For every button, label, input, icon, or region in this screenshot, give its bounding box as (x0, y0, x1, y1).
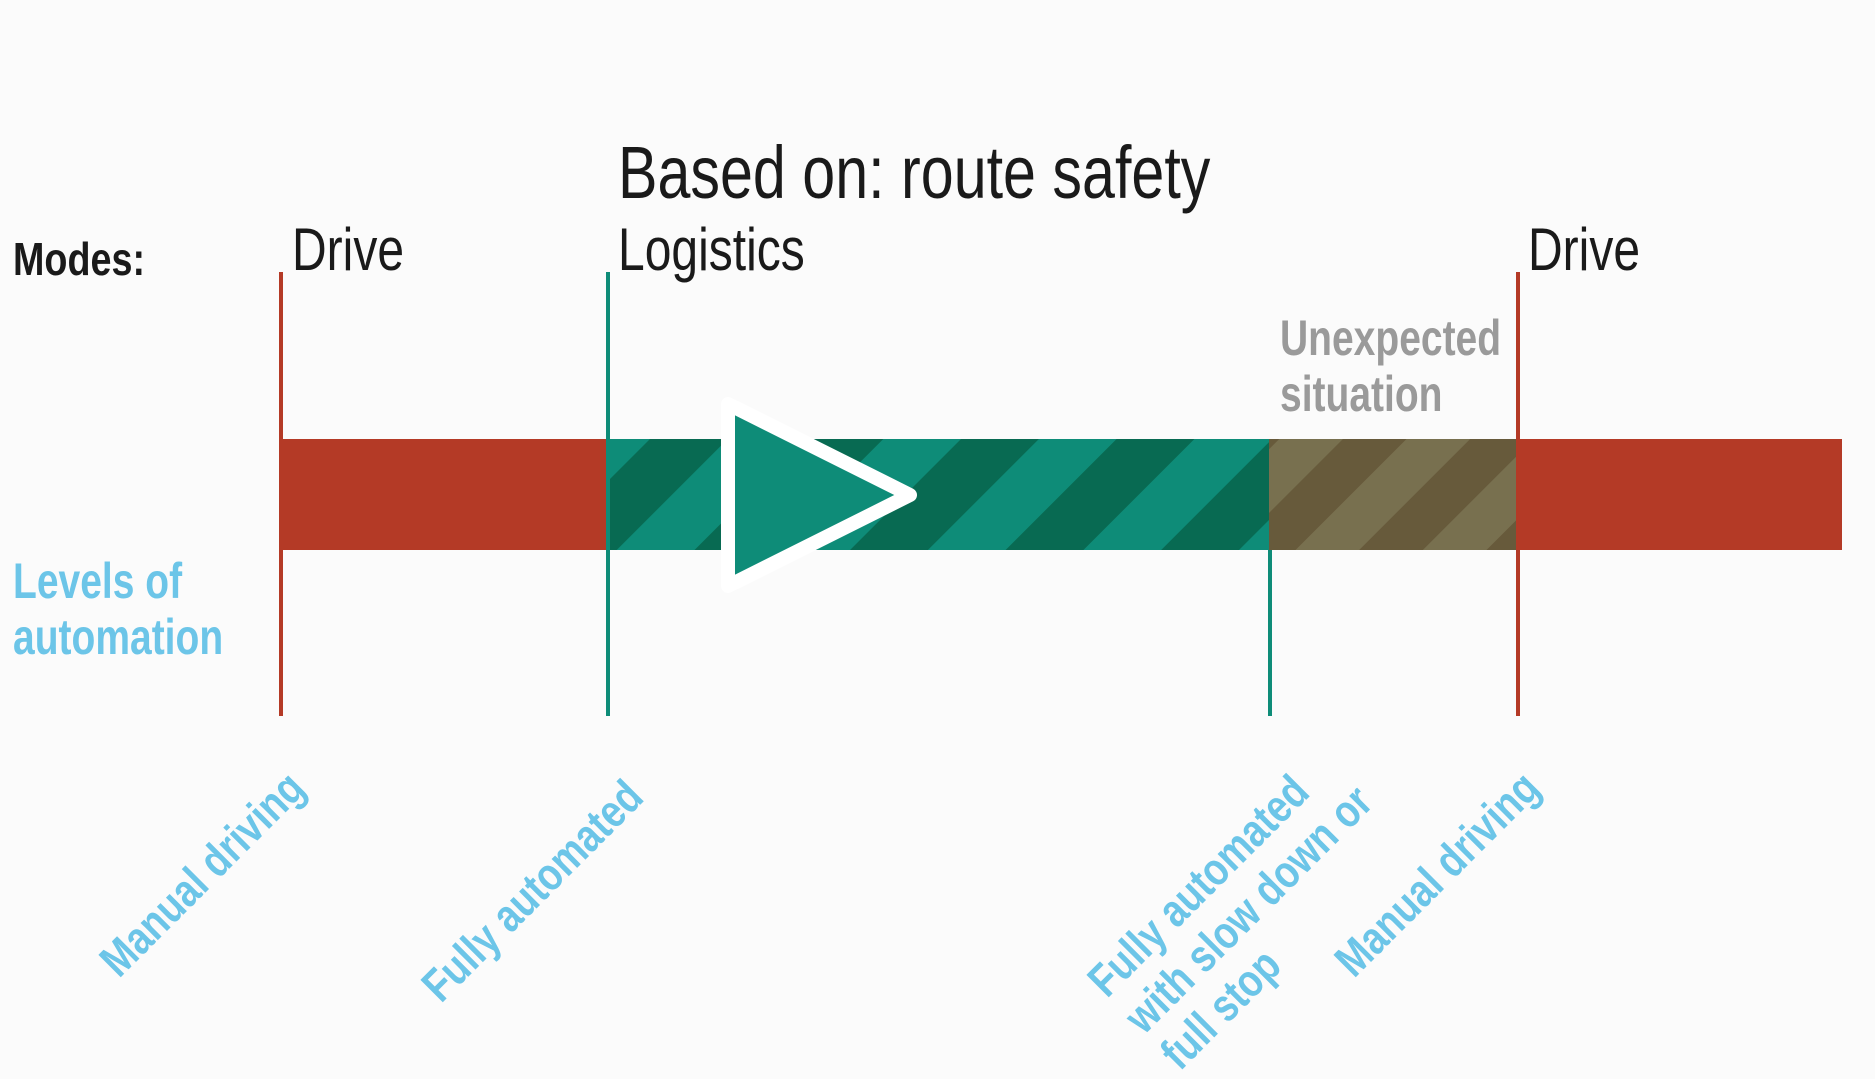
bar-manual-start (280, 439, 607, 550)
bar-manual-end (1517, 439, 1842, 550)
timeline-diagram (279, 272, 1842, 716)
play-icon[interactable] (721, 397, 917, 593)
levels-of-automation-label: Levels of automation (13, 553, 224, 665)
mode-logistics: Logistics (618, 216, 805, 283)
bar-fully-automated (607, 439, 1269, 550)
modes-label: Modes: (13, 233, 146, 285)
page-title: Based on: route safety (618, 131, 1211, 214)
bar-unexpected (1269, 439, 1517, 550)
mode-drive-end: Drive (1528, 216, 1641, 283)
unexpected-situation-label: Unexpected situation (1280, 310, 1502, 422)
mode-drive-start: Drive (292, 216, 405, 283)
